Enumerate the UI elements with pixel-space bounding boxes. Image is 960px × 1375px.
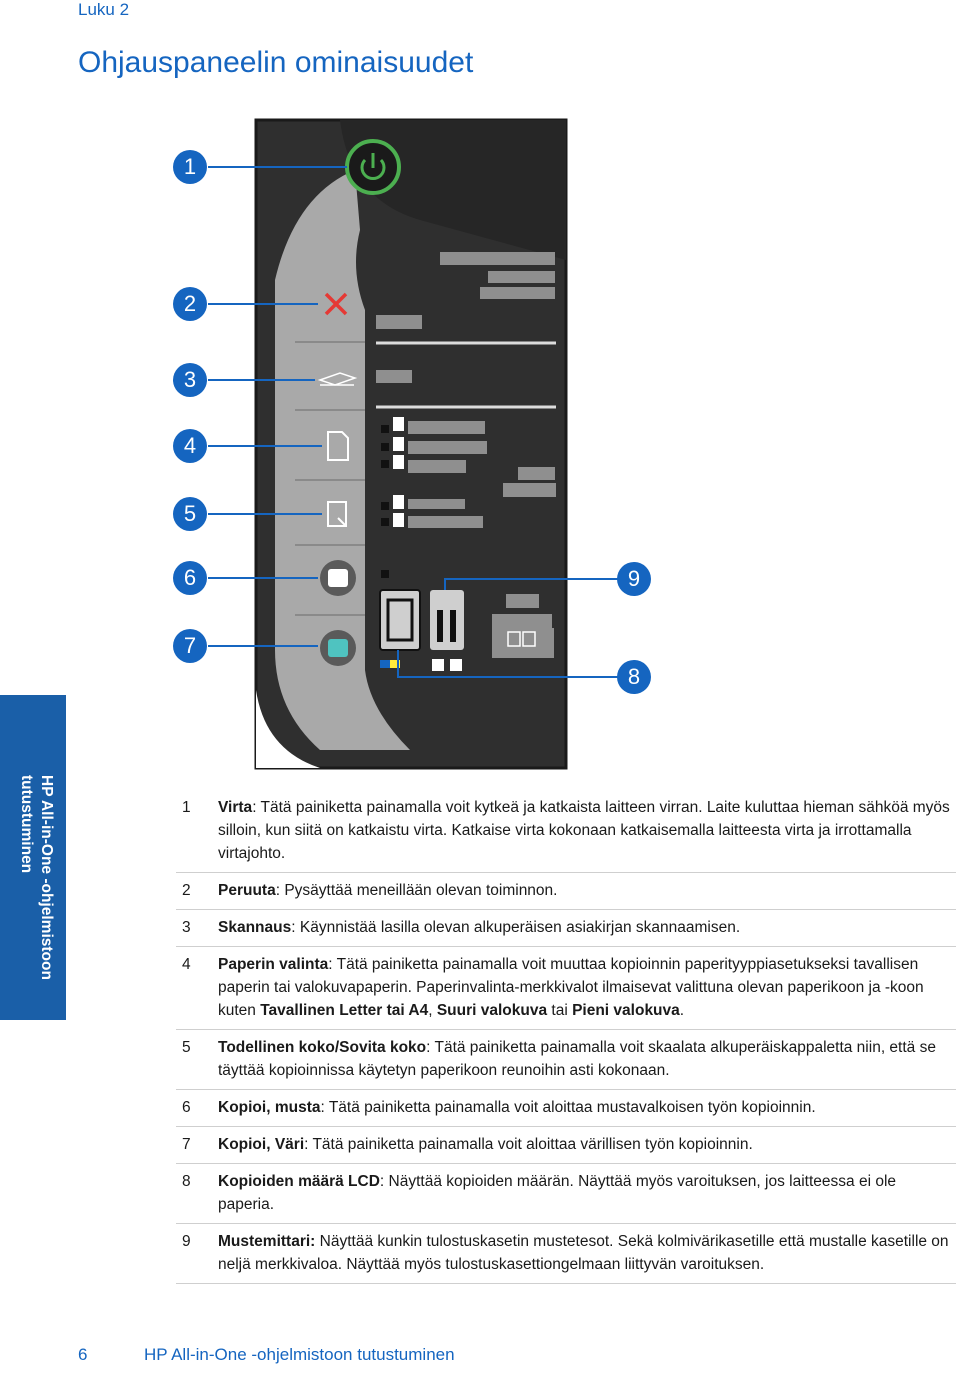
cancel-icon[interactable] <box>324 292 348 316</box>
footer-title: HP All-in-One -ohjelmistoon tutustuminen <box>144 1345 455 1364</box>
paper-select-icon[interactable] <box>327 431 349 461</box>
description-item: 3 Skannaus: Käynnistää lasilla olevan al… <box>176 910 956 947</box>
lcd-digit <box>379 589 421 651</box>
page-title: Ohjauspaneelin ominaisuudet <box>78 46 474 79</box>
callout-5: 5 <box>173 497 207 531</box>
side-tab: HP All-in-One -ohjelmistoon tutustuminen <box>0 695 66 1020</box>
control-panel-illustration <box>208 118 619 770</box>
callout-8: 8 <box>617 660 651 694</box>
description-item: 6 Kopioi, musta: Tätä painiketta painama… <box>176 1090 956 1127</box>
control-panel-diagram: 1 2 3 4 5 6 7 8 9 <box>170 110 690 775</box>
callout-1: 1 <box>173 150 207 184</box>
callout-9: 9 <box>617 562 651 596</box>
actual-size-icon[interactable] <box>327 501 347 527</box>
callout-3: 3 <box>173 363 207 397</box>
description-item: 8 Kopioiden määrä LCD: Näyttää kopioiden… <box>176 1164 956 1224</box>
callout-2: 2 <box>173 287 207 321</box>
side-tab-label: HP All-in-One -ohjelmistoon tutustuminen <box>18 775 55 980</box>
scan-icon[interactable] <box>317 372 358 386</box>
description-item: 4 Paperin valinta: Tätä painiketta paina… <box>176 947 956 1030</box>
chapter-label: Luku 2 <box>78 0 130 19</box>
description-item: 5 Todellinen koko/Sovita koko: Tätä pain… <box>176 1030 956 1090</box>
description-list: 1 Virta: Tätä painiketta painamalla voit… <box>176 790 956 1284</box>
description-item: 1 Virta: Tätä painiketta painamalla voit… <box>176 790 956 873</box>
callout-7: 7 <box>173 629 207 663</box>
description-item: 9 Mustemittari: Näyttää kunkin tulostusk… <box>176 1224 956 1284</box>
callout-6: 6 <box>173 561 207 595</box>
description-item: 7 Kopioi, Väri: Tätä painiketta painamal… <box>176 1127 956 1164</box>
description-item: 2 Peruuta: Pysäyttää meneillään olevan t… <box>176 873 956 910</box>
page-number: 6 <box>78 1345 88 1364</box>
power-icon <box>360 158 386 180</box>
callout-4: 4 <box>173 429 207 463</box>
ink-gauge <box>430 590 464 650</box>
